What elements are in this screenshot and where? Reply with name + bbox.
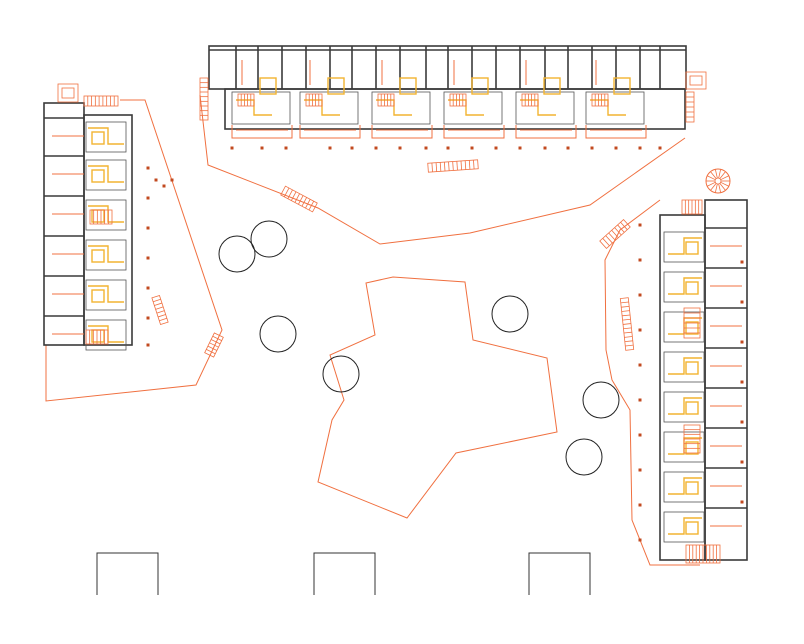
column-mark (446, 146, 450, 150)
column-mark (424, 146, 428, 150)
tree (250, 220, 288, 258)
unit-stair (305, 93, 323, 107)
column-mark (638, 538, 642, 542)
column-mark (470, 146, 474, 150)
column-mark (638, 223, 642, 227)
ramp-stair-east (619, 297, 635, 351)
column-mark (590, 146, 594, 150)
west-top-stair (83, 95, 119, 107)
column-mark (146, 286, 150, 290)
east-bottom-stair (685, 544, 721, 564)
spiral-stair (705, 168, 731, 194)
column-marks (146, 146, 744, 542)
unit-stair (591, 93, 609, 107)
column-mark (398, 146, 402, 150)
north-west-stair (199, 77, 209, 121)
tree (491, 295, 529, 333)
central-courtyard (317, 276, 558, 519)
column-mark (638, 258, 642, 262)
tree (565, 438, 603, 476)
column-mark (146, 226, 150, 230)
east-top-stair (681, 199, 703, 215)
column-mark (146, 166, 150, 170)
column-mark (518, 146, 522, 150)
column-mark (328, 146, 332, 150)
column-mark (614, 146, 618, 150)
column-mark (638, 398, 642, 402)
column-mark (146, 196, 150, 200)
column-mark (543, 146, 547, 150)
east-mid-stair-2 (683, 424, 701, 454)
ramp-stair-west (151, 294, 169, 326)
column-mark (658, 146, 662, 150)
column-mark (154, 178, 158, 182)
unit-stair (521, 93, 539, 107)
gate-left (96, 552, 159, 595)
west-block (43, 83, 133, 351)
column-mark (638, 503, 642, 507)
tree (322, 355, 360, 393)
north-east-stair (685, 91, 695, 123)
west-mid-stair (89, 209, 113, 225)
column-mark (566, 146, 570, 150)
column-mark (284, 146, 288, 150)
column-mark (740, 300, 744, 304)
column-mark (638, 468, 642, 472)
column-mark (374, 146, 378, 150)
gate-center (313, 552, 376, 595)
column-mark (638, 328, 642, 332)
tree (218, 235, 256, 273)
column-mark (740, 380, 744, 384)
site-boundary-lines (45, 94, 700, 566)
column-mark (146, 256, 150, 260)
tree (259, 315, 297, 353)
trees (218, 220, 620, 476)
column-mark (146, 316, 150, 320)
courtyard-stair-east (599, 219, 631, 249)
tree (582, 381, 620, 419)
east-mid-stair (683, 307, 701, 339)
unit-stair (449, 93, 467, 107)
column-mark (638, 293, 642, 297)
unit-stair (377, 93, 395, 107)
column-mark (740, 260, 744, 264)
west-bottom-stair (85, 329, 109, 345)
column-mark (638, 433, 642, 437)
column-mark (350, 146, 354, 150)
column-mark (638, 146, 642, 150)
gate-right (528, 552, 591, 595)
column-mark (230, 146, 234, 150)
column-mark (260, 146, 264, 150)
gates (96, 552, 591, 595)
unit-stair (237, 93, 255, 107)
column-mark (740, 500, 744, 504)
north-block (199, 45, 707, 139)
column-mark (494, 146, 498, 150)
column-mark (740, 460, 744, 464)
column-mark (638, 363, 642, 367)
column-mark (162, 184, 166, 188)
east-block (659, 168, 748, 564)
column-mark (146, 343, 150, 347)
column-mark (170, 178, 174, 182)
plaza-stair (427, 159, 479, 173)
courtyard-stair-west (204, 332, 224, 358)
column-mark (740, 340, 744, 344)
column-mark (740, 420, 744, 424)
courtyard-stair-north (280, 185, 318, 213)
